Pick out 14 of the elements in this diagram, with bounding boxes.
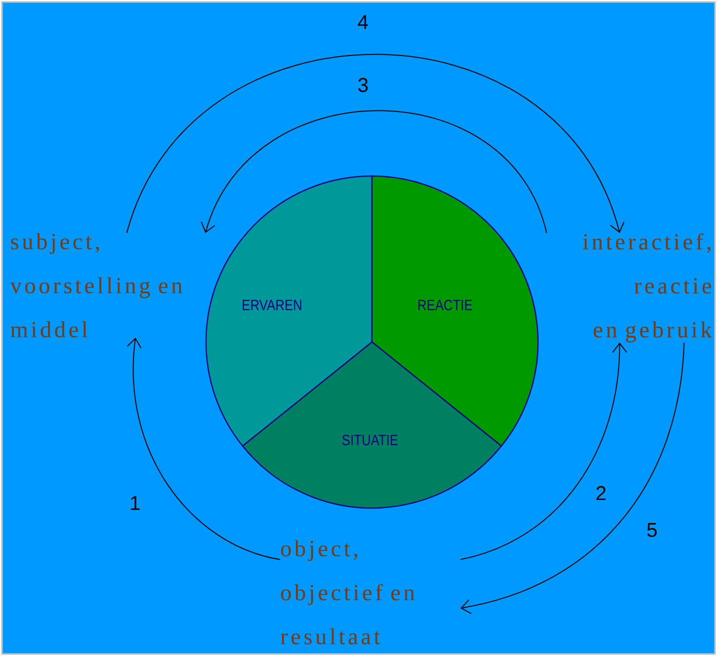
curved-arrow xyxy=(200,110,548,234)
edge-label: 2 xyxy=(596,486,606,500)
pie-segment: SITUATIE xyxy=(242,341,502,509)
edge-label: 5 xyxy=(647,523,657,537)
side-text: interactief, reactie en gebruik xyxy=(582,233,712,342)
edge-label: 1 xyxy=(130,496,140,510)
edge-label: 4 xyxy=(358,15,368,29)
side-text: subject, voorstelling en middel xyxy=(10,233,182,338)
side-text: object, objectief en resultaat xyxy=(280,540,415,644)
curved-arrow xyxy=(460,342,628,560)
curved-arrow xyxy=(126,54,625,234)
edge-label: 3 xyxy=(358,78,368,92)
curved-arrow xyxy=(460,342,685,614)
curved-arrow xyxy=(126,338,280,560)
